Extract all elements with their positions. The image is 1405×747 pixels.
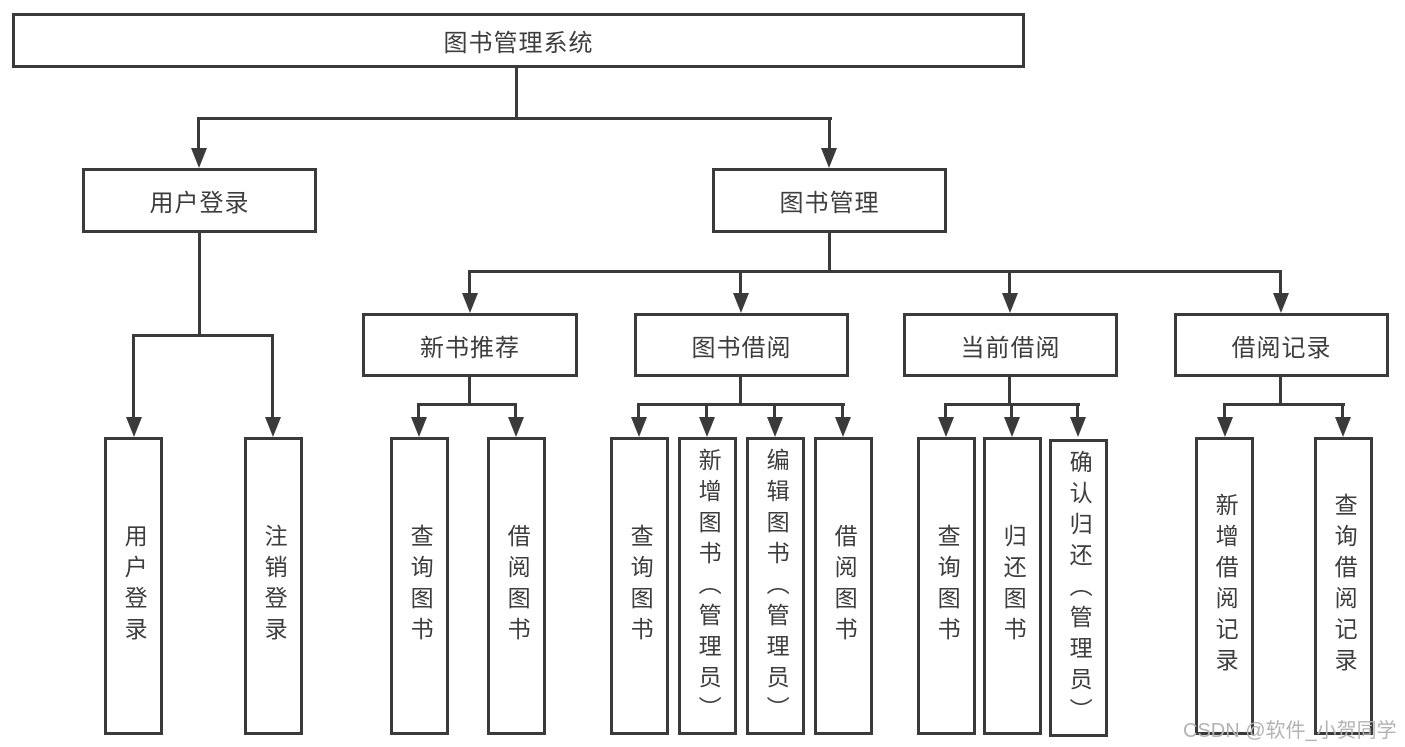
node-borrowing: 图书借阅 bbox=[634, 313, 849, 377]
connector-arrowhead-new-books bbox=[462, 293, 478, 313]
connector-drop-br-query bbox=[1341, 403, 1344, 419]
connector-root-stem bbox=[515, 68, 518, 118]
leaf-user-login: 用户登录 bbox=[104, 437, 163, 735]
connector-book-mgmt-stem bbox=[828, 233, 831, 273]
connector-drop-leaf-user-login bbox=[132, 334, 135, 419]
connector-new-books-stem bbox=[468, 377, 471, 406]
csdn-watermark: CSDN @软件_小贺同学 bbox=[1183, 720, 1397, 742]
leaf-newbook-borrow-label: 借阅图书 bbox=[504, 524, 531, 648]
node-new-books: 新书推荐 bbox=[362, 313, 578, 377]
node-new-books-label: 新书推荐 bbox=[420, 334, 520, 362]
connector-arrowhead-cb-return bbox=[1004, 417, 1020, 437]
connector-arrowhead-records bbox=[1273, 293, 1289, 313]
connector-arrowhead-leaf-logout bbox=[265, 417, 281, 437]
connector-arrowhead-bb-borrow bbox=[835, 417, 851, 437]
connector-arrowhead-current bbox=[1002, 293, 1018, 313]
node-book-mgmt: 图书管理 bbox=[712, 168, 947, 233]
node-user-login: 用户登录 bbox=[82, 168, 317, 233]
node-library-system-label: 图书管理系统 bbox=[443, 30, 594, 57]
node-records-label: 借阅记录 bbox=[1231, 334, 1332, 362]
connector-new-books-rail bbox=[417, 403, 517, 406]
connector-drop-nb-borrow bbox=[514, 403, 517, 419]
leaf-borrowing-add-admin-label: 新增图书（管理员） bbox=[695, 448, 722, 727]
leaf-borrowing-borrow-label: 借阅图书 bbox=[831, 524, 858, 648]
leaf-borrowing-edit-admin: 编辑图书（管理员） bbox=[746, 437, 805, 735]
leaf-current-query-label: 查询图书 bbox=[934, 524, 961, 648]
leaf-logout-label: 注销登录 bbox=[261, 524, 288, 648]
connector-records-stem bbox=[1279, 377, 1282, 406]
node-user-login-label: 用户登录 bbox=[149, 190, 250, 217]
connector-current-stem bbox=[1008, 377, 1011, 406]
connector-drop-cb-query bbox=[944, 403, 947, 419]
connector-user-login-rail bbox=[132, 334, 274, 337]
connector-drop-new-books bbox=[468, 270, 471, 295]
node-library-system: 图书管理系统 bbox=[12, 13, 1025, 68]
leaf-newbook-borrow: 借阅图书 bbox=[487, 437, 546, 735]
connector-drop-borrowing bbox=[739, 270, 742, 295]
leaf-records-add: 新增借阅记录 bbox=[1195, 437, 1254, 735]
connector-arrowhead-user-login bbox=[191, 148, 207, 168]
connector-arrowhead-br-add bbox=[1217, 417, 1233, 437]
connector-borrowing-rail bbox=[637, 403, 845, 406]
connector-arrowhead-nb-borrow bbox=[508, 417, 524, 437]
connector-arrowhead-bb-add bbox=[699, 417, 715, 437]
leaf-logout: 注销登录 bbox=[244, 437, 303, 735]
connector-drop-cb-confirm bbox=[1076, 403, 1079, 419]
connector-arrowhead-cb-query bbox=[938, 417, 954, 437]
connector-arrowhead-br-query bbox=[1335, 417, 1351, 437]
connector-drop-bb-borrow bbox=[841, 403, 844, 419]
connector-records-rail bbox=[1223, 403, 1345, 406]
connector-drop-bb-add bbox=[705, 403, 708, 419]
connector-arrowhead-cb-confirm bbox=[1070, 417, 1086, 437]
connector-drop-br-add bbox=[1223, 403, 1226, 419]
node-borrowing-label: 图书借阅 bbox=[691, 334, 792, 362]
leaf-borrowing-add-admin: 新增图书（管理员） bbox=[678, 437, 737, 735]
connector-arrowhead-bb-edit bbox=[767, 417, 783, 437]
leaf-borrowing-query: 查询图书 bbox=[610, 437, 669, 735]
node-records: 借阅记录 bbox=[1174, 313, 1389, 377]
connector-drop-leaf-logout bbox=[271, 334, 274, 419]
connector-drop-bb-edit bbox=[773, 403, 776, 419]
leaf-current-return-label: 归还图书 bbox=[1000, 524, 1027, 648]
connector-drop-records bbox=[1279, 270, 1282, 295]
connector-drop-current bbox=[1008, 270, 1011, 295]
connector-drop-book-mgmt bbox=[828, 117, 831, 150]
leaf-records-add-label: 新增借阅记录 bbox=[1212, 493, 1239, 679]
node-current-label: 当前借阅 bbox=[960, 334, 1061, 362]
connector-arrowhead-borrowing bbox=[733, 293, 749, 313]
leaf-user-login-label: 用户登录 bbox=[121, 524, 148, 648]
leaf-current-confirm-admin-label: 确认归还（管理员） bbox=[1066, 450, 1093, 729]
leaf-newbook-query-label: 查询图书 bbox=[407, 524, 434, 648]
leaf-borrowing-edit-admin-label: 编辑图书（管理员） bbox=[763, 448, 790, 727]
connector-level2-rail bbox=[198, 117, 832, 120]
leaf-current-query: 查询图书 bbox=[917, 437, 976, 735]
leaf-current-confirm-admin: 确认归还（管理员） bbox=[1049, 439, 1108, 737]
connector-user-login-stem bbox=[198, 233, 201, 336]
connector-drop-nb-query bbox=[417, 403, 420, 419]
connector-drop-cb-return bbox=[1010, 403, 1013, 419]
connector-arrowhead-leaf-user-login bbox=[126, 417, 142, 437]
leaf-newbook-query: 查询图书 bbox=[390, 437, 449, 735]
leaf-records-query-label: 查询借阅记录 bbox=[1331, 493, 1358, 679]
connector-borrowing-stem bbox=[739, 377, 742, 406]
connector-drop-user-login bbox=[197, 117, 200, 150]
connector-drop-bb-query bbox=[637, 403, 640, 419]
node-current: 当前借阅 bbox=[903, 313, 1118, 377]
connector-arrowhead-bb-query bbox=[631, 417, 647, 437]
leaf-current-return: 归还图书 bbox=[983, 437, 1042, 735]
connector-arrowhead-book-mgmt bbox=[821, 148, 837, 168]
leaf-borrowing-query-label: 查询图书 bbox=[627, 524, 654, 648]
leaf-borrowing-borrow: 借阅图书 bbox=[814, 437, 873, 735]
leaf-records-query: 查询借阅记录 bbox=[1314, 437, 1373, 735]
node-book-mgmt-label: 图书管理 bbox=[779, 190, 880, 217]
connector-level3-rail bbox=[468, 270, 1282, 273]
connector-arrowhead-nb-query bbox=[411, 417, 427, 437]
